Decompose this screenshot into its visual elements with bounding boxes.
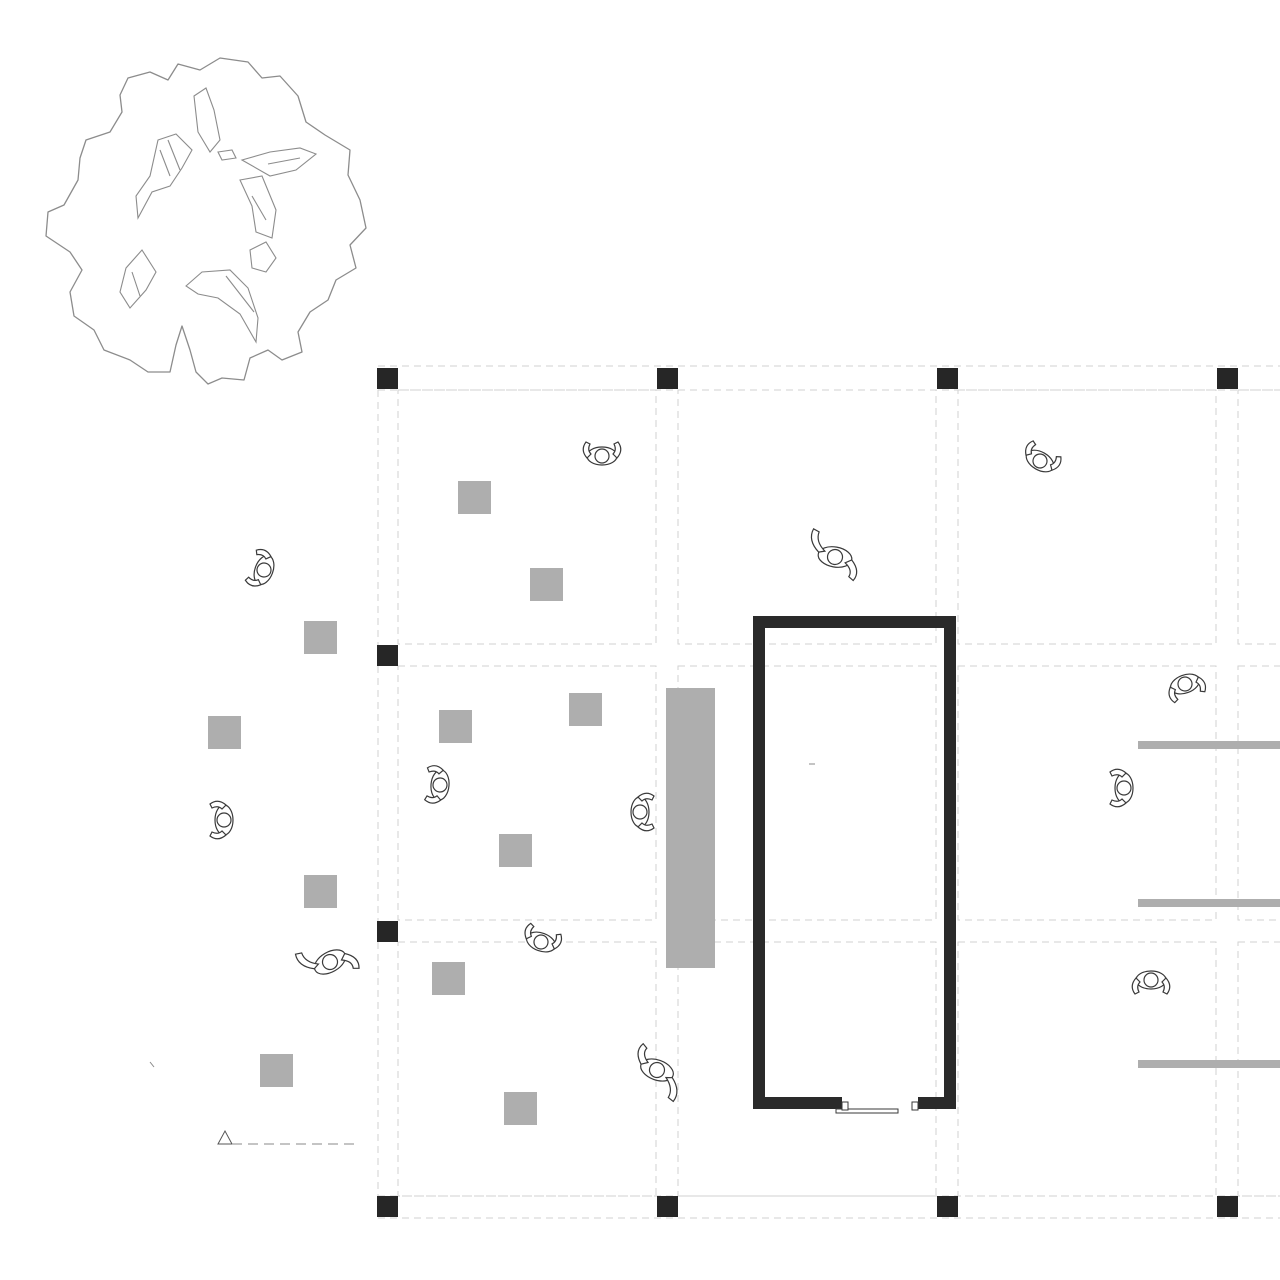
display-shelf	[1138, 899, 1280, 907]
seating-cube	[260, 1054, 293, 1087]
person-figure-icon	[423, 764, 452, 806]
structural-column	[1217, 368, 1238, 389]
person-figure-icon	[1131, 970, 1171, 995]
long-bench	[666, 688, 715, 968]
seating-cube	[208, 716, 241, 749]
person-figure-icon	[1163, 668, 1209, 705]
triangle-marker-icon	[149, 1061, 358, 1145]
person-figure-icon	[294, 928, 362, 994]
seating-cube	[504, 1092, 537, 1125]
person-figure-icon	[804, 528, 864, 582]
display-shelf	[1138, 741, 1280, 749]
enclosed-room	[753, 616, 956, 1114]
structural-column	[1217, 1196, 1238, 1217]
structural-column	[657, 368, 678, 389]
structural-column	[377, 368, 398, 389]
seating-cube	[499, 834, 532, 867]
seating-cube	[439, 710, 472, 743]
person-figure-icon	[1018, 438, 1064, 479]
structural-column	[377, 921, 398, 942]
tree-canopy-icon	[45, 57, 367, 385]
person-figure-icon	[582, 441, 622, 466]
display-shelf	[1138, 1060, 1280, 1068]
structural-columns	[377, 368, 1238, 1217]
seating-cube	[458, 481, 491, 514]
structural-column	[657, 1196, 678, 1217]
person-figure-icon	[630, 792, 655, 832]
structural-column	[377, 1196, 398, 1217]
seating-cubes	[208, 481, 602, 1125]
seating-cube	[432, 962, 465, 995]
structural-column	[937, 1196, 958, 1217]
person-figure-icon	[625, 1042, 690, 1103]
seating-cube	[569, 693, 602, 726]
person-figure-icon	[209, 800, 234, 840]
seating-cube	[304, 875, 337, 908]
person-figure-icon	[519, 921, 565, 958]
structural-column	[377, 645, 398, 666]
person-figure-icon	[1109, 768, 1134, 808]
door-threshold	[835, 1108, 899, 1114]
structural-column	[937, 368, 958, 389]
seating-cube	[530, 568, 563, 601]
seating-cube	[304, 621, 337, 654]
structural-grid	[377, 365, 1280, 1219]
display-shelves	[1138, 741, 1280, 1068]
person-figure-icon	[243, 546, 280, 592]
